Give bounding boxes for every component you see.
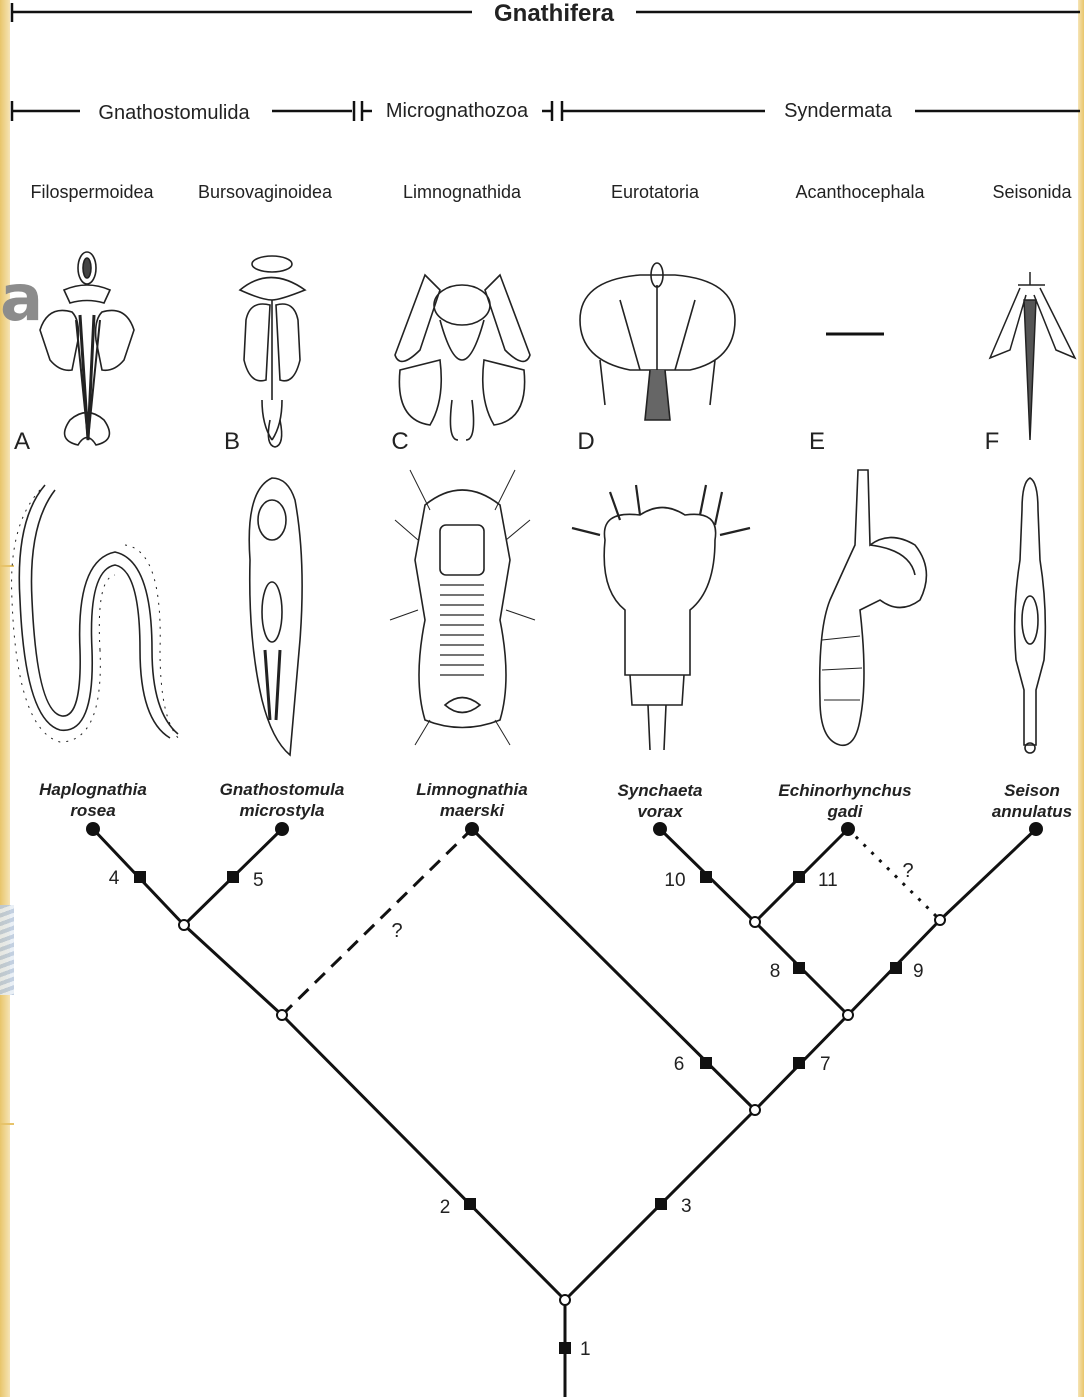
group-bursovaginoidea: Bursovaginoidea (198, 182, 333, 202)
branch-number: 8 (770, 961, 781, 982)
branch-number: 7 (820, 1054, 831, 1075)
jaw-drawing-d (580, 263, 735, 420)
group-eurotatoria: Eurotatoria (611, 182, 700, 202)
panel-letter-d: D (577, 428, 594, 455)
species-epithet: annulatus (992, 802, 1072, 821)
species-epithet: gadi (827, 802, 864, 821)
panel-letter-f: F (985, 428, 1000, 455)
uncertainty-mark: ? (391, 920, 402, 942)
uncertainty-mark: ? (902, 860, 913, 882)
jaw-drawing-f (990, 272, 1075, 440)
branch-number: 9 (913, 961, 924, 982)
animal-synchaeta (572, 485, 750, 750)
species-genus: Synchaeta (617, 781, 702, 800)
species-epithet: microstyla (239, 801, 324, 820)
branch-number: 6 (674, 1054, 685, 1075)
species-genus: Gnathostomula (220, 780, 345, 799)
animal-haplognathia (12, 485, 180, 742)
group-acanthocephala: Acanthocephala (795, 182, 925, 202)
branch-number: 4 (109, 868, 120, 889)
panel-letter-b: B (224, 428, 240, 455)
cladogram-branches (93, 829, 1036, 1397)
background-letter: a (0, 262, 43, 336)
internal-nodes (179, 915, 945, 1305)
uncertain-branch-dotted (848, 829, 940, 920)
gnathifera-label: Gnathifera (494, 0, 615, 27)
group-limnognathida: Limnognathida (403, 182, 522, 202)
character-markers (134, 871, 902, 1354)
branch-number: 10 (664, 870, 685, 891)
species-genus: Echinorhynchus (778, 781, 911, 800)
species-genus: Seison (1004, 781, 1060, 800)
species-genus: Haplognathia (39, 780, 147, 799)
syndermata-label: Syndermata (784, 100, 893, 122)
animal-limnognathia (390, 470, 535, 745)
uncertain-branch-dashed (282, 829, 472, 1015)
group-filospermoidea: Filospermoidea (30, 182, 154, 202)
terminal-nodes (86, 822, 1043, 836)
animal-echinorhynchus (820, 470, 927, 745)
species-epithet: maerski (440, 801, 506, 820)
jaw-drawing-b (240, 256, 305, 447)
branch-number: 2 (440, 1197, 451, 1218)
panel-letter-a: A (14, 428, 30, 455)
species-genus: Limnognathia (416, 780, 527, 799)
branch-number: 3 (681, 1196, 692, 1217)
group-seisonida: Seisonida (992, 182, 1072, 202)
panel-letter-e: E (809, 428, 825, 455)
gnathostomulida-label: Gnathostomulida (98, 102, 250, 124)
animal-gnathostomula (249, 478, 302, 755)
branch-number: 11 (818, 870, 838, 891)
micrognathozoa-label: Micrognathozoa (386, 100, 529, 122)
panel-letter-c: C (391, 428, 408, 455)
species-epithet: rosea (70, 801, 115, 820)
branch-number: 5 (253, 870, 264, 891)
branch-number: 1 (580, 1339, 591, 1360)
jaw-drawing-c (395, 275, 530, 440)
animal-seison (1015, 478, 1046, 753)
species-epithet: vorax (637, 802, 684, 821)
jaw-drawing-a (40, 252, 134, 445)
